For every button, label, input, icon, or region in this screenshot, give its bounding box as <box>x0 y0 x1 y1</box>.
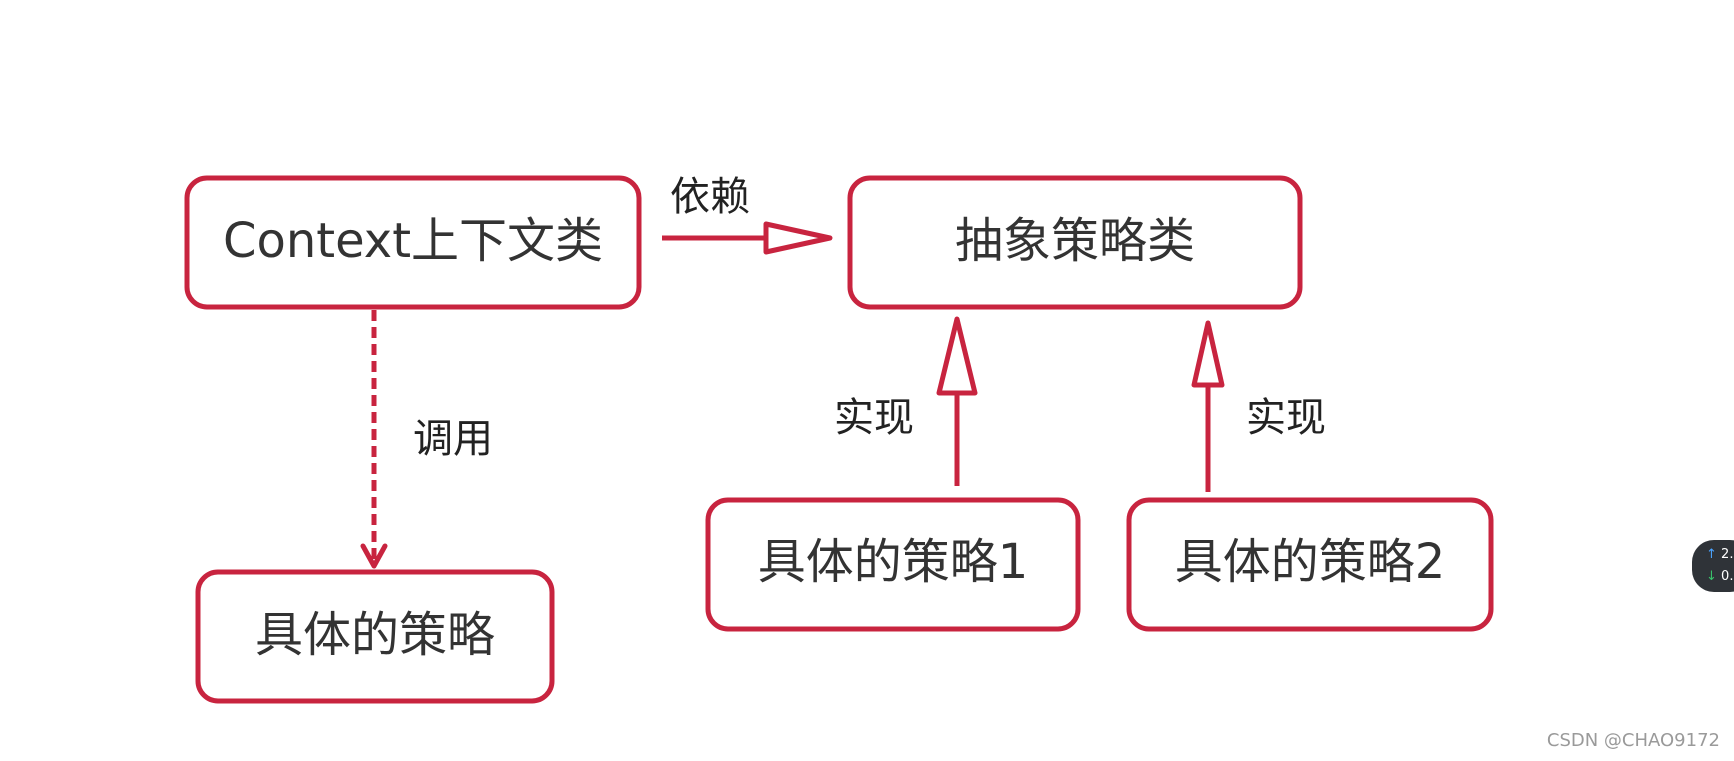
context-box <box>184 175 642 310</box>
network-speed-badge: ↑ 2. ↓ 0. <box>1692 540 1734 592</box>
abstract-strategy-box <box>847 175 1303 310</box>
download-arrow-icon: ↓ <box>1706 569 1717 584</box>
download-speed: 0. <box>1721 569 1734 584</box>
implements-label-2: 实现 <box>1246 395 1326 441</box>
calls-label: 调用 <box>413 416 493 462</box>
abstract-strategy-label: 抽象策略类 <box>955 213 1195 269</box>
implements-arrow-2 <box>1191 320 1225 492</box>
concrete-strategy-1-label: 具体的策略1 <box>758 534 1029 590</box>
concrete-strategy-1-box <box>705 497 1081 632</box>
call-arrow <box>360 310 388 569</box>
concrete-strategy-2-box <box>1126 497 1494 632</box>
upload-speed: 2. <box>1721 547 1734 562</box>
watermark: CSDN @CHAO9172 <box>1546 730 1720 751</box>
implements-arrow-1 <box>936 316 978 486</box>
depends-label: 依赖 <box>670 174 750 220</box>
implements-label-1: 实现 <box>834 395 914 441</box>
concrete-strategy-2-label: 具体的策略2 <box>1175 534 1446 590</box>
concrete-strategy-box <box>195 569 555 704</box>
concrete-strategy-label: 具体的策略 <box>255 607 495 663</box>
upload-arrow-icon: ↑ <box>1706 547 1717 562</box>
context-label: Context上下文类 <box>223 213 603 269</box>
dependency-arrow <box>662 221 833 255</box>
